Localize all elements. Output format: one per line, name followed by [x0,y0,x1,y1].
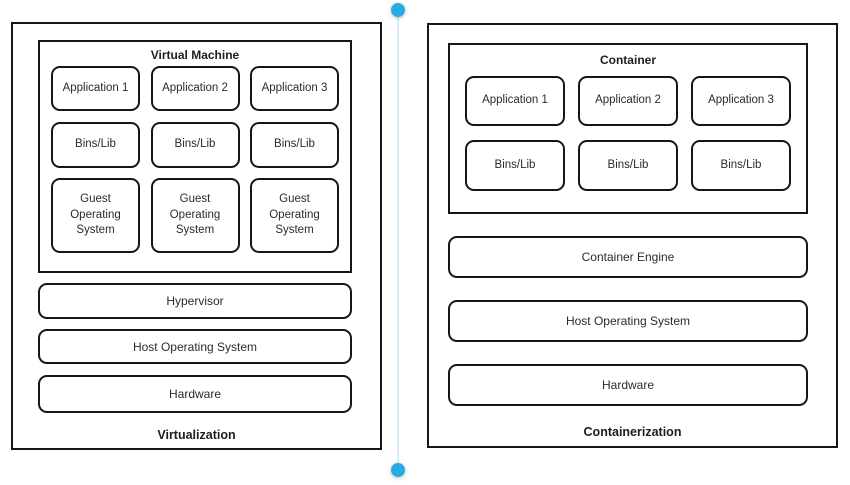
vm-binslib-2-box: Bins/Lib [150,122,240,168]
vm-binslib-3-box: Bins/Lib [250,122,339,168]
container-engine-layer: Container Engine [448,236,808,278]
container-binslib-row: Bins/Lib Bins/Lib Bins/Lib [465,140,791,191]
container-binslib-2-box: Bins/Lib [578,140,678,191]
divider-line [397,10,399,470]
hardware-layer-right: Hardware [448,364,808,406]
vm-application-2-box: Application 2 [150,66,240,111]
virtual-machine-title: Virtual Machine [150,48,240,62]
host-os-layer-left: Host Operating System [38,329,352,364]
container-application-3-box: Application 3 [691,76,791,126]
virtual-machine-box: Virtual Machine Application 1 Applicatio… [38,40,352,273]
hardware-layer-left: Hardware [38,375,352,413]
virtualization-panel: Virtual Machine Application 1 Applicatio… [11,22,382,450]
vm-application-3-box: Application 3 [250,66,339,111]
container-application-2-box: Application 2 [578,76,678,126]
container-title: Container [599,53,656,67]
vm-guest-os-row: Guest Operating System Guest Operating S… [51,178,339,253]
container-binslib-3-box: Bins/Lib [691,140,791,191]
guest-os-3-box: Guest Operating System [250,178,339,253]
container-box: Container Application 1 Application 2 Ap… [448,43,808,214]
guest-os-2-box: Guest Operating System [150,178,240,253]
containerization-caption: Containerization [583,425,682,439]
virtualization-caption: Virtualization [157,428,236,442]
vm-application-1-box: Application 1 [51,66,140,111]
hypervisor-layer: Hypervisor [38,283,352,319]
container-binslib-1-box: Bins/Lib [465,140,565,191]
vm-application-row: Application 1 Application 2 Application … [51,66,339,111]
vm-binslib-1-box: Bins/Lib [51,122,140,168]
container-application-row: Application 1 Application 2 Application … [465,76,791,126]
containerization-panel: Container Application 1 Application 2 Ap… [427,23,838,448]
host-os-layer-right: Host Operating System [448,300,808,342]
vm-binslib-row: Bins/Lib Bins/Lib Bins/Lib [51,122,339,168]
divider-dot-bottom-icon [391,463,405,477]
divider-dot-top-icon [391,3,405,17]
container-application-1-box: Application 1 [465,76,565,126]
guest-os-1-box: Guest Operating System [51,178,140,253]
